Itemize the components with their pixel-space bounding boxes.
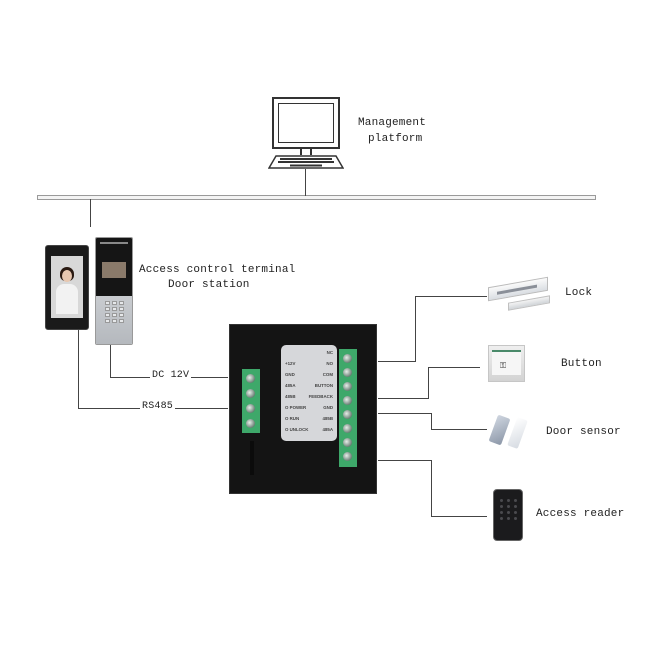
- card-reader-icon: [493, 489, 523, 541]
- lock-line-3: [415, 296, 487, 297]
- door-station-icon: [95, 237, 133, 345]
- button-line-3: [428, 367, 480, 368]
- terminal-label-1: Access control terminal: [139, 264, 296, 276]
- status-leds: [250, 441, 254, 475]
- monitor-stand: [300, 149, 312, 155]
- face-terminal-icon: [45, 245, 89, 330]
- reader-line-2: [431, 460, 432, 517]
- screw-icon: [246, 374, 255, 383]
- screw-icon: [246, 389, 255, 398]
- screw-icon: [246, 404, 255, 413]
- management-platform-label-1: Management: [358, 117, 427, 129]
- sensor-line-2: [431, 413, 432, 430]
- screw-icon: [343, 368, 352, 377]
- lock-label: Lock: [565, 287, 593, 299]
- dc-line-vertical: [110, 345, 111, 378]
- lock-line-2: [415, 296, 416, 362]
- exit-button-icon: ⚿: [488, 345, 525, 382]
- reader-line-3: [431, 516, 487, 517]
- network-bus: [37, 195, 596, 200]
- sensor-line-3: [431, 429, 487, 430]
- dc-12v-label: DC 12V: [150, 370, 192, 381]
- button-line-1: [378, 398, 429, 399]
- rs485-label: RS485: [140, 401, 176, 412]
- keyboard-icon: [268, 155, 344, 169]
- door-sensor-switch-icon: [507, 417, 528, 449]
- screw-icon: [343, 424, 352, 433]
- door-sensor-magnet-icon: [488, 414, 511, 446]
- reader-line-1: [378, 460, 432, 461]
- screw-icon: [343, 438, 352, 447]
- screw-icon: [343, 452, 352, 461]
- panel-row: NC: [326, 350, 333, 355]
- computer-icon: [272, 97, 340, 149]
- sensor-line-1: [378, 413, 432, 414]
- terminal-label-2: Door station: [168, 279, 250, 291]
- rs485-line-vertical: [78, 330, 79, 409]
- left-terminal-block: [242, 369, 260, 433]
- screw-icon: [343, 382, 352, 391]
- screw-icon: [343, 354, 352, 363]
- lock-line-1: [378, 361, 416, 362]
- access-reader-label: Access reader: [536, 508, 625, 520]
- door-sensor-label: Door sensor: [546, 426, 621, 438]
- screw-icon: [343, 410, 352, 419]
- lock-armature-plate: [508, 295, 550, 311]
- button-line-2: [428, 367, 429, 399]
- platform-link: [305, 169, 306, 196]
- screw-icon: [343, 396, 352, 405]
- terminal-bus-link: [90, 199, 91, 227]
- screw-icon: [246, 419, 255, 428]
- management-platform-label-2: platform: [368, 133, 423, 145]
- right-terminal-block: [339, 349, 357, 467]
- button-label: Button: [561, 358, 602, 370]
